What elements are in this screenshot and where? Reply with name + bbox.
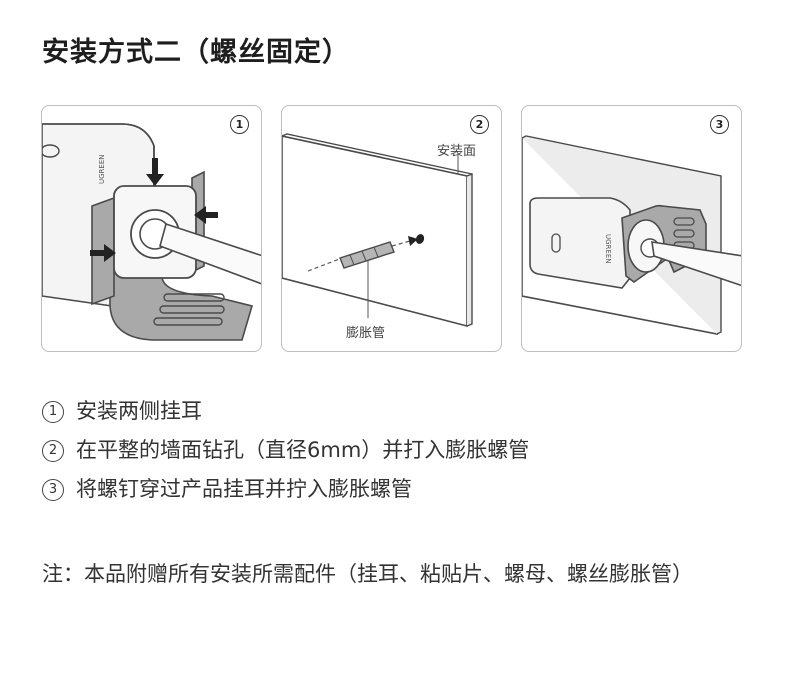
page-title: 安装方式二（螺丝固定）	[42, 37, 350, 68]
step-badge-1: 1	[230, 115, 249, 134]
step-text-3: 将螺钉穿过产品挂耳并拧入膨胀螺管	[76, 477, 412, 501]
step-text-1: 安装两侧挂耳	[76, 399, 202, 423]
step-item-1: 1 安装两侧挂耳	[42, 394, 529, 433]
mounting-surface-label: 安装面	[437, 144, 477, 159]
step-badge-2: 2	[470, 115, 489, 134]
step-number-2: 2	[42, 440, 64, 462]
illustration-step-3: UGREEN 3	[521, 105, 742, 352]
step-number-1: 1	[42, 401, 64, 423]
svg-text:UGREEN: UGREEN	[604, 234, 612, 264]
expansion-anchor-label: 膨胀管	[346, 326, 386, 341]
wall-drill-illustration	[282, 133, 473, 328]
step-text-2: 在平整的墙面钻孔（直径6mm）并打入膨胀螺管	[76, 438, 530, 462]
bracket-attach-illustration: UGREEN	[42, 123, 261, 341]
step-number-3: 3	[42, 479, 64, 501]
wall-mounted-illustration: UGREEN	[522, 135, 741, 335]
illustration-step-2: 2 安装面 膨胀管	[281, 105, 502, 352]
instruction-steps: 1 安装两侧挂耳 2 在平整的墙面钻孔（直径6mm）并打入膨胀螺管 3 将螺钉穿过产品…	[42, 394, 529, 511]
svg-text:UGREEN: UGREEN	[98, 155, 106, 185]
illustration-step-1: UGREEN 1	[41, 105, 262, 352]
accessories-note: 注：本品附赠所有安装所需配件（挂耳、粘贴片、螺母、螺丝膨胀管）	[42, 562, 693, 586]
step-item-3: 3 将螺钉穿过产品挂耳并拧入膨胀螺管	[42, 472, 529, 511]
step-badge-3: 3	[710, 115, 729, 134]
step-item-2: 2 在平整的墙面钻孔（直径6mm）并打入膨胀螺管	[42, 433, 529, 472]
